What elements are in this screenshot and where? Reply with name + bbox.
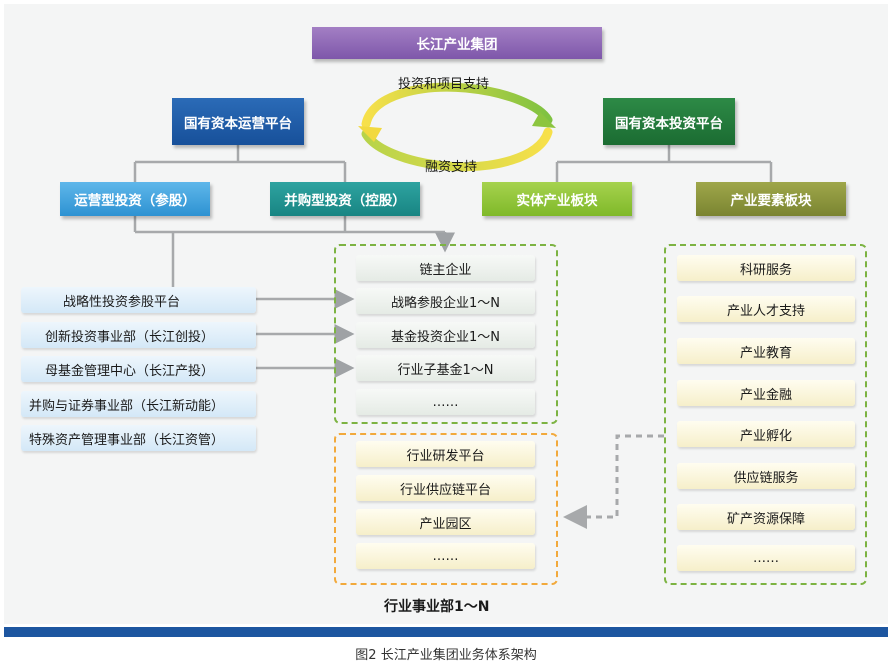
green-item: 基金投资企业1～N	[356, 322, 535, 348]
industry-dept-caption: 行业事业部1～N	[384, 599, 490, 615]
bottom-bar	[4, 627, 888, 637]
investment-platform: 国有资本投资平台	[603, 98, 735, 145]
operation-platform: 国有资本运营平台	[172, 98, 304, 145]
industry-dept-box	[334, 433, 558, 585]
orange-item: 产业园区	[356, 509, 535, 535]
operational-invest-node: 运营型投资（参股）	[60, 182, 210, 216]
left-dept-item: 创新投资事业部（长江创投）	[21, 322, 256, 348]
figure-caption: 图2 长江产业集团业务体系架构	[355, 648, 537, 663]
right-item: 产业孵化	[677, 421, 855, 447]
industry-segment-node: 实体产业板块	[482, 182, 632, 216]
right-item: 产业教育	[677, 338, 855, 364]
left-dept-item: 并购与证券事业部（长江新动能）	[21, 391, 256, 417]
factor-segment-node: 产业要素板块	[696, 182, 846, 216]
orange-item: 行业研发平台	[356, 441, 535, 467]
orange-item: 行业供应链平台	[356, 475, 535, 501]
right-item: 科研服务	[677, 255, 855, 281]
left-dept-item: 特殊资产管理事业部（长江资管）	[21, 425, 256, 451]
green-item: 行业子基金1～N	[356, 355, 535, 381]
right-item: 产业金融	[677, 380, 855, 406]
cycle-lower-label: 融资支持	[425, 160, 478, 175]
right-item: 产业人才支持	[677, 296, 855, 322]
factor-group-box	[664, 244, 867, 585]
group-title: 长江产业集团	[312, 27, 602, 59]
right-item: ……	[677, 545, 855, 571]
left-dept-item: 母基金管理中心（长江产投）	[21, 356, 256, 382]
green-item: ……	[356, 389, 535, 415]
right-item: 矿产资源保障	[677, 504, 855, 530]
orange-item: ……	[356, 543, 535, 569]
cycle-upper-label: 投资和项目支持	[398, 77, 490, 92]
right-item: 供应链服务	[677, 463, 855, 489]
green-item: 战略参股企业1～N	[356, 288, 535, 314]
green-item: 链主企业	[356, 255, 535, 281]
left-dept-item: 战略性投资参股平台	[21, 287, 256, 313]
industry-group-box	[334, 244, 558, 424]
ma-invest-node: 并购型投资（控股）	[270, 182, 420, 216]
